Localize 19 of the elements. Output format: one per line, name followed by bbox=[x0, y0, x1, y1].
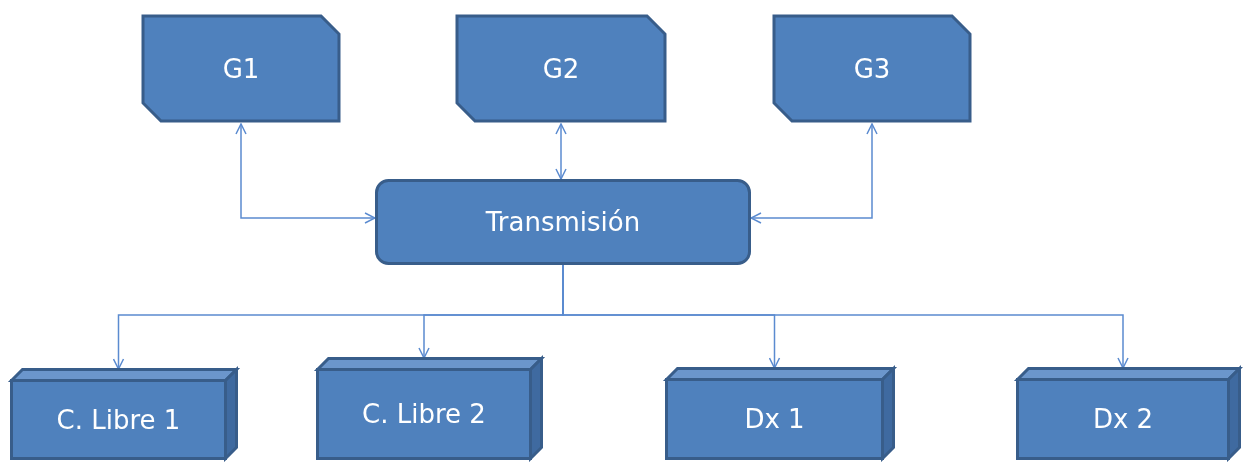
snipped-corner-box bbox=[141, 14, 341, 123]
node-label: C. Libre 2 bbox=[361, 401, 487, 427]
snipped-corner-box bbox=[772, 14, 972, 123]
node-label: Transmisión bbox=[484, 209, 642, 235]
block-3d bbox=[662, 364, 898, 462]
node-label: G3 bbox=[852, 55, 892, 82]
block-3d bbox=[7, 365, 241, 462]
node-label: G2 bbox=[541, 55, 581, 82]
connector-arrow bbox=[555, 123, 567, 180]
block-3d bbox=[1013, 364, 1243, 462]
connector-arrow bbox=[750, 123, 878, 224]
node-label: G1 bbox=[221, 55, 261, 82]
node-label: Dx 2 bbox=[1091, 406, 1155, 432]
rounded-box bbox=[375, 179, 751, 265]
connector-arrow bbox=[235, 123, 376, 224]
node-label: Dx 1 bbox=[743, 406, 806, 432]
block-3d bbox=[313, 354, 546, 462]
snipped-corner-box bbox=[455, 14, 667, 123]
node-label: C. Libre 1 bbox=[55, 406, 182, 433]
